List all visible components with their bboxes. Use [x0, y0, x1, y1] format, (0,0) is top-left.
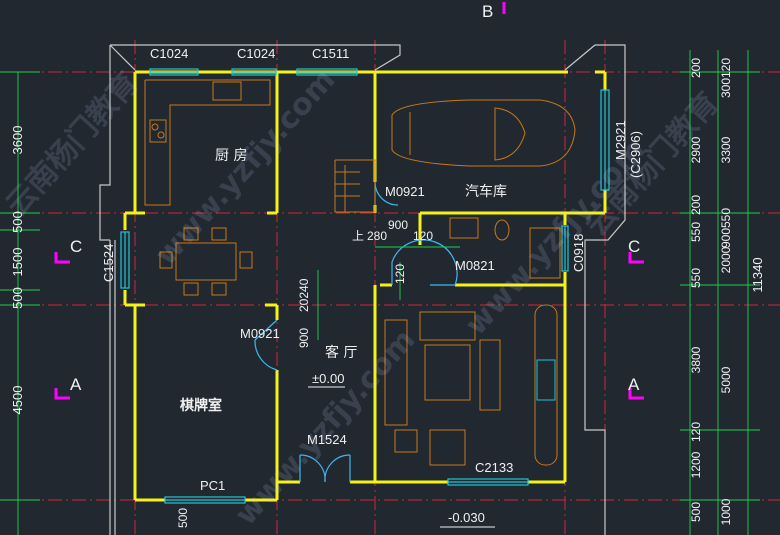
left-dimension-texts: 3600 500 1500 500 4500 — [10, 126, 25, 415]
dim-left_dims-0: 3600 — [10, 126, 25, 155]
dim-left_dims-2: 1500 — [10, 248, 25, 277]
window-c1511: C1511 — [312, 46, 349, 61]
axis-markers — [54, 2, 644, 400]
dim-right_dims_inner-8: 500 — [689, 502, 703, 522]
door-m0921-garage: M0921 — [385, 184, 425, 199]
dim-280: 280 — [367, 229, 387, 243]
stair-up-label: 上 — [352, 229, 364, 243]
room-kitchen: 厨 房 — [215, 148, 247, 164]
dim-right_dims_mid-5: 1000 — [719, 498, 733, 525]
bottom-dimension-texts: 500 — [176, 508, 190, 528]
dim-120-a: 120 — [413, 229, 433, 243]
dim-left_dims-1: 500 — [10, 211, 25, 233]
axis-label-b: B — [482, 2, 493, 21]
door-m1524: M1524 — [307, 432, 347, 447]
furniture — [144, 79, 576, 466]
room-chess: 棋牌室 — [180, 397, 222, 414]
dim-20240-v: 20240 — [297, 278, 311, 312]
room-living: 客 厅 — [325, 344, 357, 361]
dim-120-b: 120 — [393, 264, 407, 284]
door-m0821: M0821 — [455, 258, 495, 273]
dim-right_dims_outer-0: 11340 — [750, 257, 765, 292]
dim-900-v: 900 — [297, 328, 311, 348]
dimension-lines — [0, 50, 760, 535]
right-inner-dimension-texts: 200 2900 200 550 550 3800 120 1200 500 — [689, 58, 703, 522]
door-m2921: M2921 — [613, 120, 628, 160]
dim-left_dims-3: 500 — [10, 287, 25, 309]
car — [391, 99, 576, 167]
axis-label-c-left: C — [70, 237, 82, 256]
door-m0921-chess: M0921 — [240, 326, 280, 341]
dim-right_dims_mid-4: 5000 — [719, 366, 733, 393]
window-pc1: PC1 — [200, 478, 225, 493]
axis-label-a-left: A — [70, 375, 82, 394]
outer-contour — [99, 44, 626, 535]
window-c1524: C1524 — [101, 244, 116, 282]
dim-right_dims_mid-0: 300120 — [719, 58, 733, 98]
stair — [334, 159, 376, 213]
labels: B C A C A 厨 房 汽车库 客 厅 棋牌室 C1024 C1024 C1… — [70, 2, 643, 528]
window-c1024-b: C1024 — [237, 46, 275, 61]
axis-label-c-right: C — [628, 237, 640, 256]
right-outer-dimension-texts: 11340 — [750, 257, 765, 292]
level-floor: ±0.00 — [312, 371, 344, 386]
dim-right_dims_mid-1: 3300 — [719, 136, 733, 163]
sofa — [384, 319, 408, 426]
dining-table — [175, 242, 237, 281]
dim-right_dims_inner-6: 120 — [689, 422, 703, 442]
window-c2133: C2133 — [475, 460, 513, 475]
dim-right_dims_mid-3: 2000 — [719, 246, 733, 273]
dim-right_dims_mid-2: 900550 — [719, 208, 733, 248]
tv-cabinet — [534, 304, 558, 466]
dim-bottom_dims-0: 500 — [176, 508, 190, 528]
axis-grid-lines — [0, 40, 780, 535]
level-outside: -0.030 — [448, 510, 485, 525]
axis-label-a-right: A — [628, 375, 640, 394]
room-garage: 汽车库 — [465, 183, 507, 200]
window-c2906: (C2906) — [628, 131, 643, 178]
dim-left_dims-4: 4500 — [10, 386, 25, 415]
dim-right_dims_inner-1: 2900 — [689, 136, 703, 163]
dim-right_dims_inner-2: 200 — [689, 195, 703, 215]
dim-right_dims_inner-3: 550 — [689, 222, 703, 242]
window-c0918: C0918 — [571, 234, 586, 272]
dim-right_dims_inner-0: 200 — [689, 58, 703, 78]
dim-right_dims_inner-7: 1200 — [689, 451, 703, 478]
dim-right_dims_inner-4: 550 — [689, 268, 703, 288]
dim-900: 900 — [388, 218, 408, 232]
window-c1024-a: C1024 — [150, 46, 188, 61]
dim-right_dims_inner-5: 3800 — [689, 346, 703, 373]
kitchen-counter — [144, 79, 271, 206]
doors — [254, 181, 458, 483]
windows — [120, 68, 610, 504]
walls — [123, 70, 607, 502]
